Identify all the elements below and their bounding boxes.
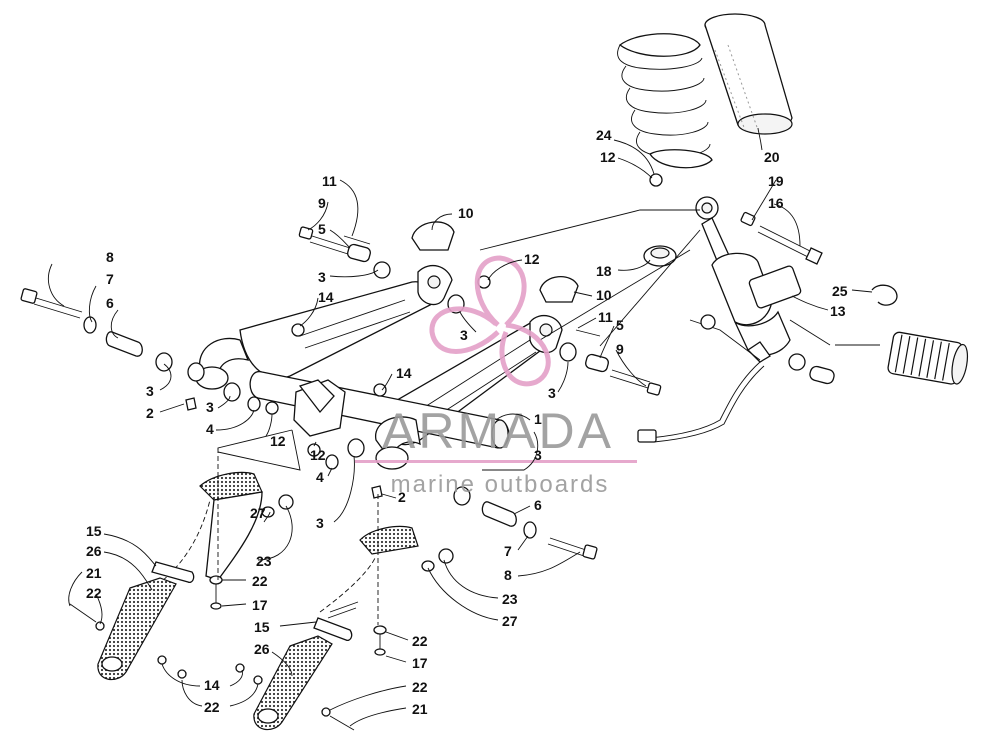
- callout-5: 5: [318, 221, 326, 237]
- shock-absorber: [689, 196, 831, 363]
- callout-19: 19: [768, 173, 784, 189]
- callout-14: 14: [318, 289, 334, 305]
- callout-3: 3: [146, 383, 154, 399]
- shock-cover: [704, 13, 793, 135]
- callout-24: 24: [596, 127, 612, 143]
- callout-23: 23: [256, 553, 272, 569]
- callout-22: 22: [412, 679, 428, 695]
- callout-3: 3: [460, 327, 468, 343]
- grip-plate-right: [157, 635, 355, 731]
- callout-14: 14: [396, 365, 412, 381]
- callout-16: 16: [768, 195, 784, 211]
- callout-15: 15: [86, 523, 102, 539]
- callout-8: 8: [106, 249, 114, 265]
- callout-9: 9: [318, 195, 326, 211]
- callout-22: 22: [86, 585, 102, 601]
- leader-lines: [48, 127, 873, 727]
- callout-12: 12: [524, 251, 540, 267]
- main-frame: [195, 264, 563, 470]
- callout-4: 4: [206, 421, 214, 437]
- callout-2: 2: [398, 489, 406, 505]
- callout-3: 3: [206, 399, 214, 415]
- callout-18: 18: [596, 263, 612, 279]
- callout-27: 27: [250, 505, 266, 521]
- callout-9: 9: [616, 341, 624, 357]
- adjuster-cable: [637, 331, 969, 443]
- callout-7: 7: [106, 271, 114, 287]
- right-footrest: [313, 525, 454, 656]
- coil-spring: [617, 33, 713, 169]
- callout-15: 15: [254, 619, 270, 635]
- watermark: ARMADA marine outboards: [355, 255, 637, 498]
- callout-17: 17: [252, 597, 268, 613]
- callout-labels: 8 7 6 3 2 3 4 12 11 9 5 3 14 10 12 10 3 …: [86, 127, 848, 717]
- callout-10: 10: [596, 287, 612, 303]
- callout-10: 10: [458, 205, 474, 221]
- callout-6: 6: [534, 497, 542, 513]
- callout-22: 22: [412, 633, 428, 649]
- callout-14: 14: [204, 677, 220, 693]
- callout-12: 12: [270, 433, 286, 449]
- nut: [649, 173, 663, 187]
- shock-bushing: [643, 245, 677, 267]
- left-footrest: [149, 471, 294, 610]
- callout-3: 3: [534, 447, 542, 463]
- lower-right-stack: [307, 438, 598, 560]
- callout-11: 11: [322, 173, 337, 189]
- left-bolt-stack: [20, 288, 205, 382]
- callout-22: 22: [252, 573, 268, 589]
- callout-20: 20: [764, 149, 780, 165]
- callout-22: 22: [204, 699, 220, 715]
- callout-27: 27: [502, 613, 518, 629]
- callout-2: 2: [146, 405, 154, 421]
- callout-23: 23: [502, 591, 518, 607]
- callout-21: 21: [86, 565, 102, 581]
- callout-26: 26: [86, 543, 102, 559]
- callout-6: 6: [106, 295, 114, 311]
- parts-drawing: [20, 13, 969, 731]
- upper-right-stack: [373, 275, 662, 397]
- bolt-16: [740, 211, 823, 265]
- callout-1: 1: [534, 411, 542, 427]
- watermark-tagline: marine outboards: [391, 471, 610, 498]
- callout-26: 26: [254, 641, 270, 657]
- callout-7: 7: [504, 543, 512, 559]
- callout-13: 13: [830, 303, 846, 319]
- callout-5: 5: [616, 317, 624, 333]
- clip: [871, 284, 898, 306]
- grip-plate-left: [69, 577, 177, 681]
- callout-3: 3: [318, 269, 326, 285]
- watermark-rule: [355, 460, 637, 463]
- callout-11: 11: [598, 309, 613, 325]
- callout-12: 12: [600, 149, 616, 165]
- callout-3: 3: [548, 385, 556, 401]
- left-small-parts: [185, 323, 305, 415]
- callout-3: 3: [316, 515, 324, 531]
- propeller-logo: [429, 255, 551, 387]
- callout-4: 4: [316, 469, 324, 485]
- callout-8: 8: [504, 567, 512, 583]
- callout-12: 12: [310, 447, 326, 463]
- callout-21: 21: [412, 701, 428, 717]
- watermark-brand: ARMADA: [382, 403, 614, 459]
- callout-25: 25: [832, 283, 848, 299]
- callout-17: 17: [412, 655, 428, 671]
